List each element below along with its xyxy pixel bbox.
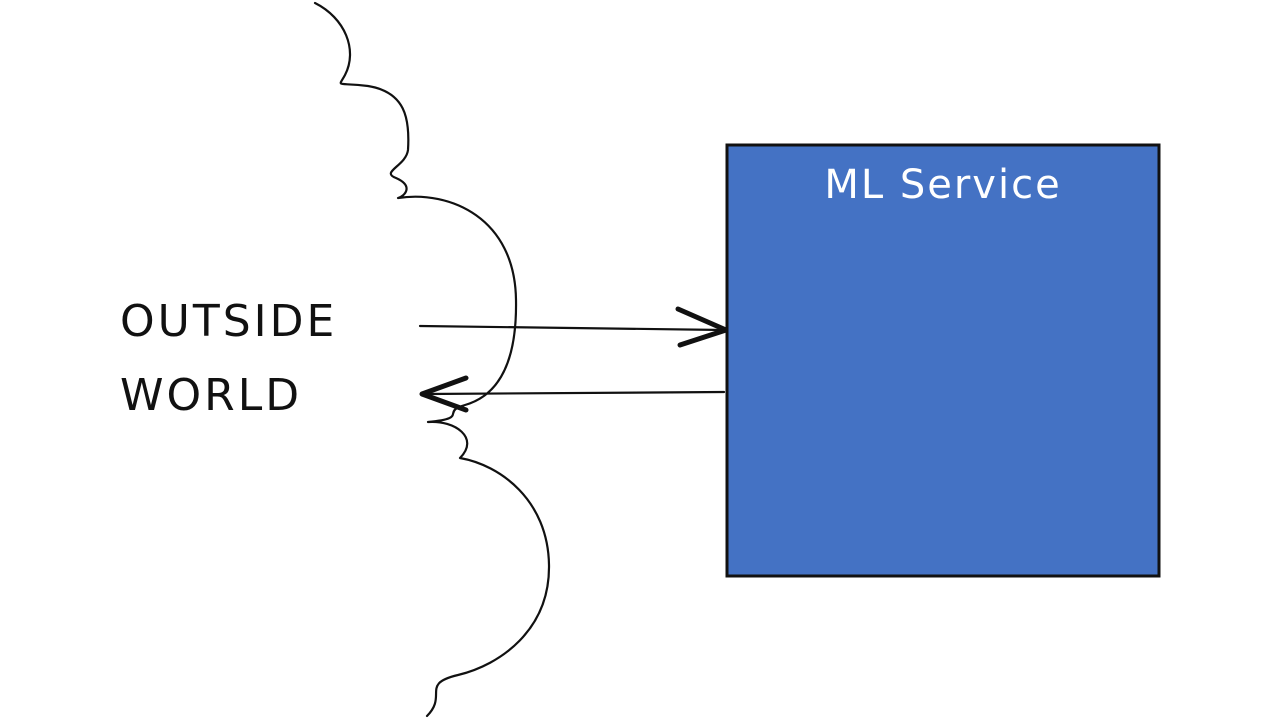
response-arrow-head [419,375,469,413]
ml-service-label: ML Service [824,162,1061,208]
response-arrow-line [424,390,726,396]
outside-world-boundary [313,1,551,718]
outside-world-label-line1: OUTSIDE [120,296,337,347]
request-arrow-line [418,324,726,332]
outside-world-label-line2: WORLD [120,370,302,421]
ml-service-box [725,143,1161,578]
request-arrow-head [675,306,729,348]
